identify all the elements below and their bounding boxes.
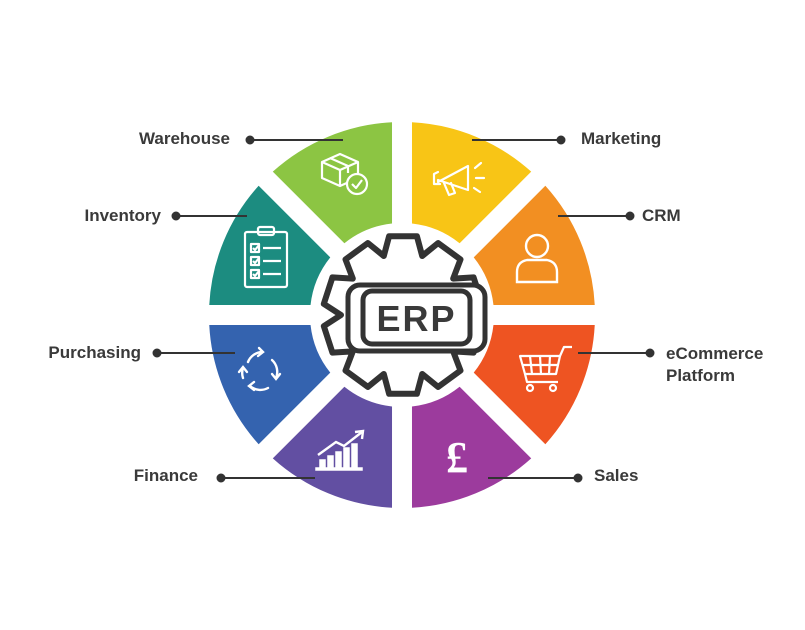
segment-purchasing (209, 324, 331, 445)
connector-dot-marketing (556, 135, 566, 145)
connector-dot-ecommerce (645, 348, 655, 358)
user-icon (515, 233, 559, 284)
connector-dot-inventory (171, 211, 181, 221)
label-inventory: Inventory (84, 206, 161, 225)
package-check-icon (320, 152, 369, 196)
connector-dot-purchasing (152, 348, 162, 358)
erp-label: ERP (376, 298, 456, 339)
segment-ecommerce (473, 324, 595, 445)
bar-chart-icon (315, 429, 365, 471)
label-crm: CRM (642, 206, 681, 225)
clipboard-checklist-icon (243, 225, 289, 289)
label-ecommerce-platform: eCommerce Platform (666, 344, 764, 385)
svg-text:£: £ (446, 433, 468, 482)
connector-dot-crm (625, 211, 635, 221)
erp-badge: ERP (345, 282, 488, 354)
segment-marketing (411, 122, 532, 244)
label-warehouse: Warehouse (138, 129, 230, 148)
shopping-cart-icon (518, 345, 572, 393)
connector-dot-warehouse (245, 135, 255, 145)
pound-icon: £ (446, 433, 468, 482)
label-finance: Finance (133, 466, 198, 485)
label-marketing: Marketing (581, 129, 662, 148)
connector-dot-sales (573, 473, 583, 483)
refresh-cycle-icon (237, 346, 282, 392)
connector-dot-finance (216, 473, 226, 483)
label-sales: Sales (594, 466, 639, 485)
megaphone-icon (432, 161, 486, 197)
label-purchasing: Purchasing (48, 343, 141, 362)
